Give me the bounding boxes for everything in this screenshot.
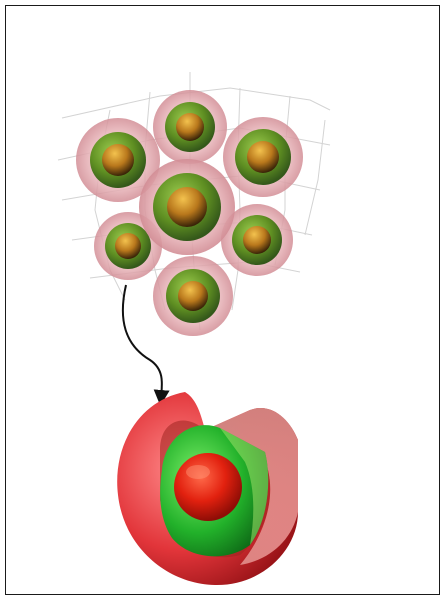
- outer-shell-cut-face: [205, 408, 298, 565]
- particle-lower-right: [221, 204, 293, 276]
- cutaway-particle: [117, 392, 298, 586]
- core: [174, 453, 242, 521]
- middle-shell-cut-face: [220, 428, 269, 545]
- core-highlight: [186, 465, 210, 479]
- particle-upper-left: [76, 118, 160, 202]
- zoom-arrow: [121, 284, 170, 406]
- particle-lower-left: [94, 212, 162, 280]
- particle-center: [139, 159, 235, 255]
- particle-top: [153, 90, 227, 164]
- nanoparticle-cluster: [76, 90, 303, 336]
- particle-upper-right: [223, 117, 303, 197]
- particle-bottom: [153, 256, 233, 336]
